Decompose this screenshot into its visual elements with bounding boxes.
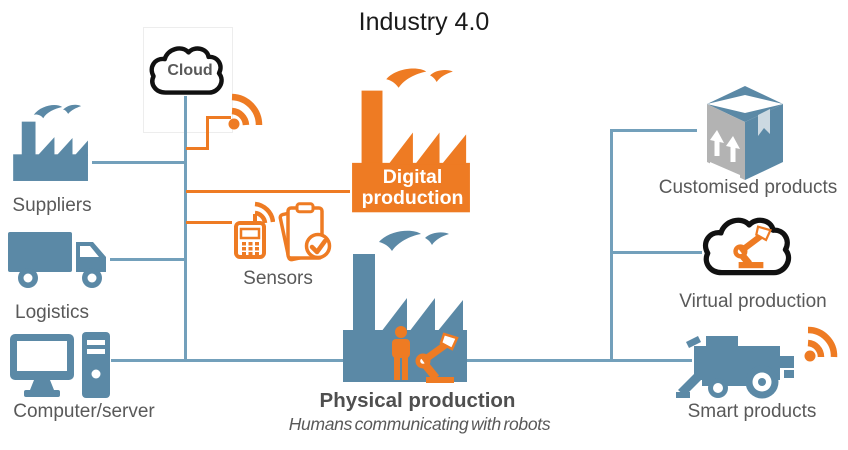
connector-wifi-step-bottom (186, 147, 209, 150)
customised-products-box-icon (707, 86, 783, 180)
digital-production-label-line2: production (361, 187, 464, 209)
digital-production-label-line1: Digital (382, 166, 443, 188)
connector-bottom-left (111, 359, 344, 362)
connector-customised (610, 129, 697, 132)
sensors-label: Sensors (243, 268, 313, 289)
smart-products-label: Smart products (687, 401, 817, 422)
robot-arm-icon (415, 332, 459, 383)
suppliers-label: Suppliers (12, 195, 92, 216)
cloud-wifi-icon (228, 93, 263, 130)
physical-production-caption: Humans communicating with robots (288, 414, 551, 434)
digital-production-label: Digital production (354, 167, 471, 209)
virtual-production-cloud-icon (702, 217, 792, 276)
cloud-backdrop (143, 27, 233, 133)
connector-right-spine (610, 129, 613, 362)
cloud-label: Cloud (167, 62, 213, 79)
virtual-robot-arm-icon (733, 225, 772, 269)
connector-virtual (610, 251, 702, 254)
logistics-truck-icon (8, 232, 106, 288)
computer-server-label: Computer/server (13, 401, 155, 422)
connector-wifi-step-top (206, 116, 231, 119)
sensor-phone-icon (234, 201, 275, 259)
connector-left-spine (184, 96, 187, 362)
customised-products-label: Customised products (658, 177, 838, 198)
smart-products-harvester-icon (676, 336, 794, 399)
connector-suppliers (92, 161, 186, 164)
connector-sensors (186, 221, 232, 224)
connector-digital (186, 190, 350, 193)
page-title: Industry 4.0 (358, 8, 490, 36)
logistics-label: Logistics (15, 302, 89, 323)
physical-production-label: Physical production (319, 389, 516, 412)
connector-bottom-right (466, 359, 692, 362)
connector-wifi-step-vertical (206, 116, 209, 150)
virtual-production-label: Virtual production (679, 291, 827, 312)
sensor-clipboard-icon (278, 202, 332, 262)
connector-logistics (110, 258, 186, 261)
computer-server-icon (10, 332, 110, 398)
suppliers-factory-icon (13, 104, 88, 181)
digital-production-factory-icon (352, 68, 470, 213)
human-icon (392, 326, 410, 380)
cloud-icon (149, 46, 224, 95)
smart-products-wifi-icon (804, 326, 838, 362)
